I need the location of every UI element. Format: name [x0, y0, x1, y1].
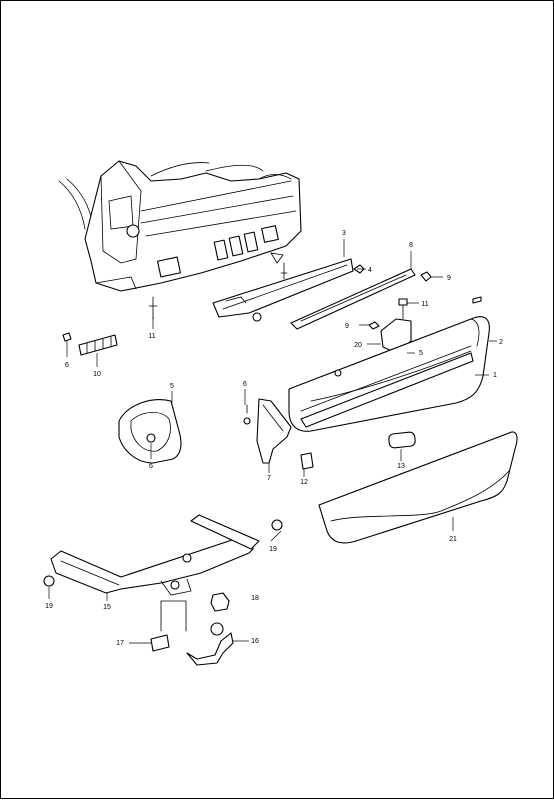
callout-21: 21 — [449, 536, 457, 543]
callout-6-guide: 6 — [243, 381, 247, 388]
callout-11-left: 11 — [148, 333, 155, 340]
callout-5-bracket: 5 — [170, 383, 174, 390]
callout-4: 4 — [368, 267, 372, 274]
callout-6-buffer: 6 — [65, 362, 69, 369]
callout-19-left: 19 — [45, 603, 53, 610]
callout-9-lower: 9 — [345, 323, 349, 330]
part-1-bumper-cover — [288, 296, 490, 432]
part-15-towbar-crossmember — [43, 514, 283, 596]
part-13-reflector — [388, 431, 416, 449]
leader-lines — [48, 239, 497, 644]
part-7-side-guide — [243, 398, 292, 464]
callout-20: 20 — [354, 342, 362, 349]
callout-18: 18 — [251, 595, 259, 602]
callout-6-bracket: 6 — [149, 463, 153, 470]
part-5-bracket — [118, 399, 182, 464]
callout-8: 8 — [409, 242, 413, 249]
callout-15: 15 — [103, 604, 111, 611]
callout-3: 3 — [342, 230, 346, 237]
callout-labels: 3 4 8 9 11 11 9 20 5 2 1 6 10 5 6 6 7 12… — [45, 230, 503, 647]
rear-body-shell — [58, 160, 302, 320]
callout-13: 13 — [397, 463, 405, 470]
callout-10: 10 — [93, 371, 101, 378]
callout-9-upper: 9 — [447, 275, 451, 282]
callout-1: 1 — [493, 372, 497, 379]
callout-5-bolt: 5 — [419, 350, 423, 357]
callout-17: 17 — [116, 640, 124, 647]
part-8-support-strip — [290, 268, 432, 330]
callout-16: 16 — [251, 638, 259, 645]
part-3-impact-beam — [212, 258, 365, 322]
callout-12: 12 — [300, 479, 308, 486]
callout-2: 2 — [499, 339, 503, 346]
part-10-buffer — [62, 332, 118, 356]
part-12-clip — [300, 452, 314, 470]
callout-7: 7 — [267, 475, 271, 482]
part-16-tow-ball — [150, 592, 234, 666]
callout-11-right: 11 — [421, 301, 428, 308]
part-21-lower-valance — [318, 431, 518, 544]
callout-19-right: 19 — [269, 546, 277, 553]
